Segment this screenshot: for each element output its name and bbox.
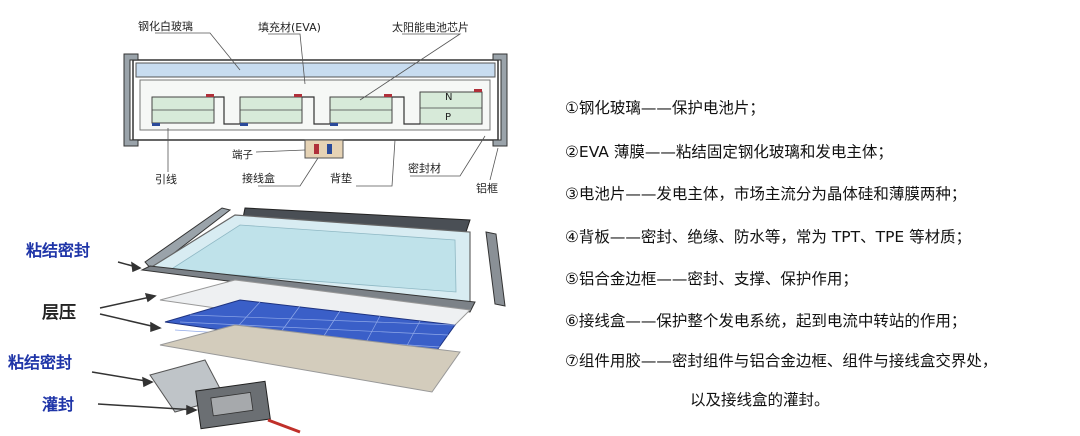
lamination-label: 层压 bbox=[42, 303, 76, 323]
backsheet-label: 背垫 bbox=[330, 171, 352, 185]
description-aluminum-frame: ⑤铝合金边框——密封、支撑、保护作用； bbox=[565, 270, 858, 288]
aluminum-frame-label: 铝框 bbox=[476, 181, 498, 195]
lead-wire-label: 引线 bbox=[155, 172, 177, 186]
bonding-seal-top-label: 粘结密封 bbox=[26, 241, 90, 260]
description-backsheet: ④背板——密封、绝缘、防水等，常为 TPT、TPE 等材质； bbox=[565, 228, 972, 246]
p-layer-label: P bbox=[445, 112, 451, 123]
interconnect-ribbon bbox=[392, 96, 420, 125]
aluminum-frame-right bbox=[492, 53, 508, 147]
bonding-seal-bottom-label: 粘结密封 bbox=[8, 353, 72, 372]
interconnect-ribbon bbox=[302, 96, 330, 125]
solar-cell-label: 太阳能电池芯片 bbox=[392, 20, 469, 34]
eva-label: 填充材(EVA) bbox=[258, 20, 321, 34]
potting-label: 灌封 bbox=[42, 395, 74, 414]
cross-section: N P 钢化白玻璃 填充材(EVA) 太阳能电池芯片 端子 引线 接线盒 背垫 … bbox=[123, 19, 508, 195]
frame-right-bar bbox=[485, 231, 506, 307]
junction-box bbox=[304, 139, 344, 159]
description-module-adhesive-cont: 以及接线盒的灌封。 bbox=[690, 391, 830, 409]
description-solar-cell: ③电池片——发电主体，市场主流分为晶体硅和薄膜两种； bbox=[565, 185, 967, 203]
exploded-view: 粘结密封 层压 粘结密封 灌封 bbox=[8, 207, 506, 434]
description-tempered-glass: ①钢化玻璃——保护电池片； bbox=[565, 99, 765, 117]
tempered-glass-layer bbox=[135, 62, 496, 78]
description-module-adhesive: ⑦组件用胶——密封组件与铝合金边框、组件与接线盒交界处， bbox=[565, 352, 998, 370]
terminal-label: 端子 bbox=[232, 148, 253, 161]
aluminum-frame-left bbox=[123, 53, 139, 147]
description-junction-box: ⑥接线盒——保护整个发电系统，起到电流中转站的作用； bbox=[565, 312, 967, 330]
tempered-glass-label: 钢化白玻璃 bbox=[138, 19, 193, 33]
n-layer-label: N bbox=[445, 92, 452, 103]
junction-box-label: 接线盒 bbox=[242, 171, 275, 185]
sealant-label: 密封材 bbox=[408, 161, 441, 175]
description-eva-film: ②EVA 薄膜——粘结固定钢化玻璃和发电主体； bbox=[565, 143, 893, 161]
backsheet-sheet bbox=[159, 324, 461, 393]
interconnect-ribbon bbox=[214, 96, 240, 125]
